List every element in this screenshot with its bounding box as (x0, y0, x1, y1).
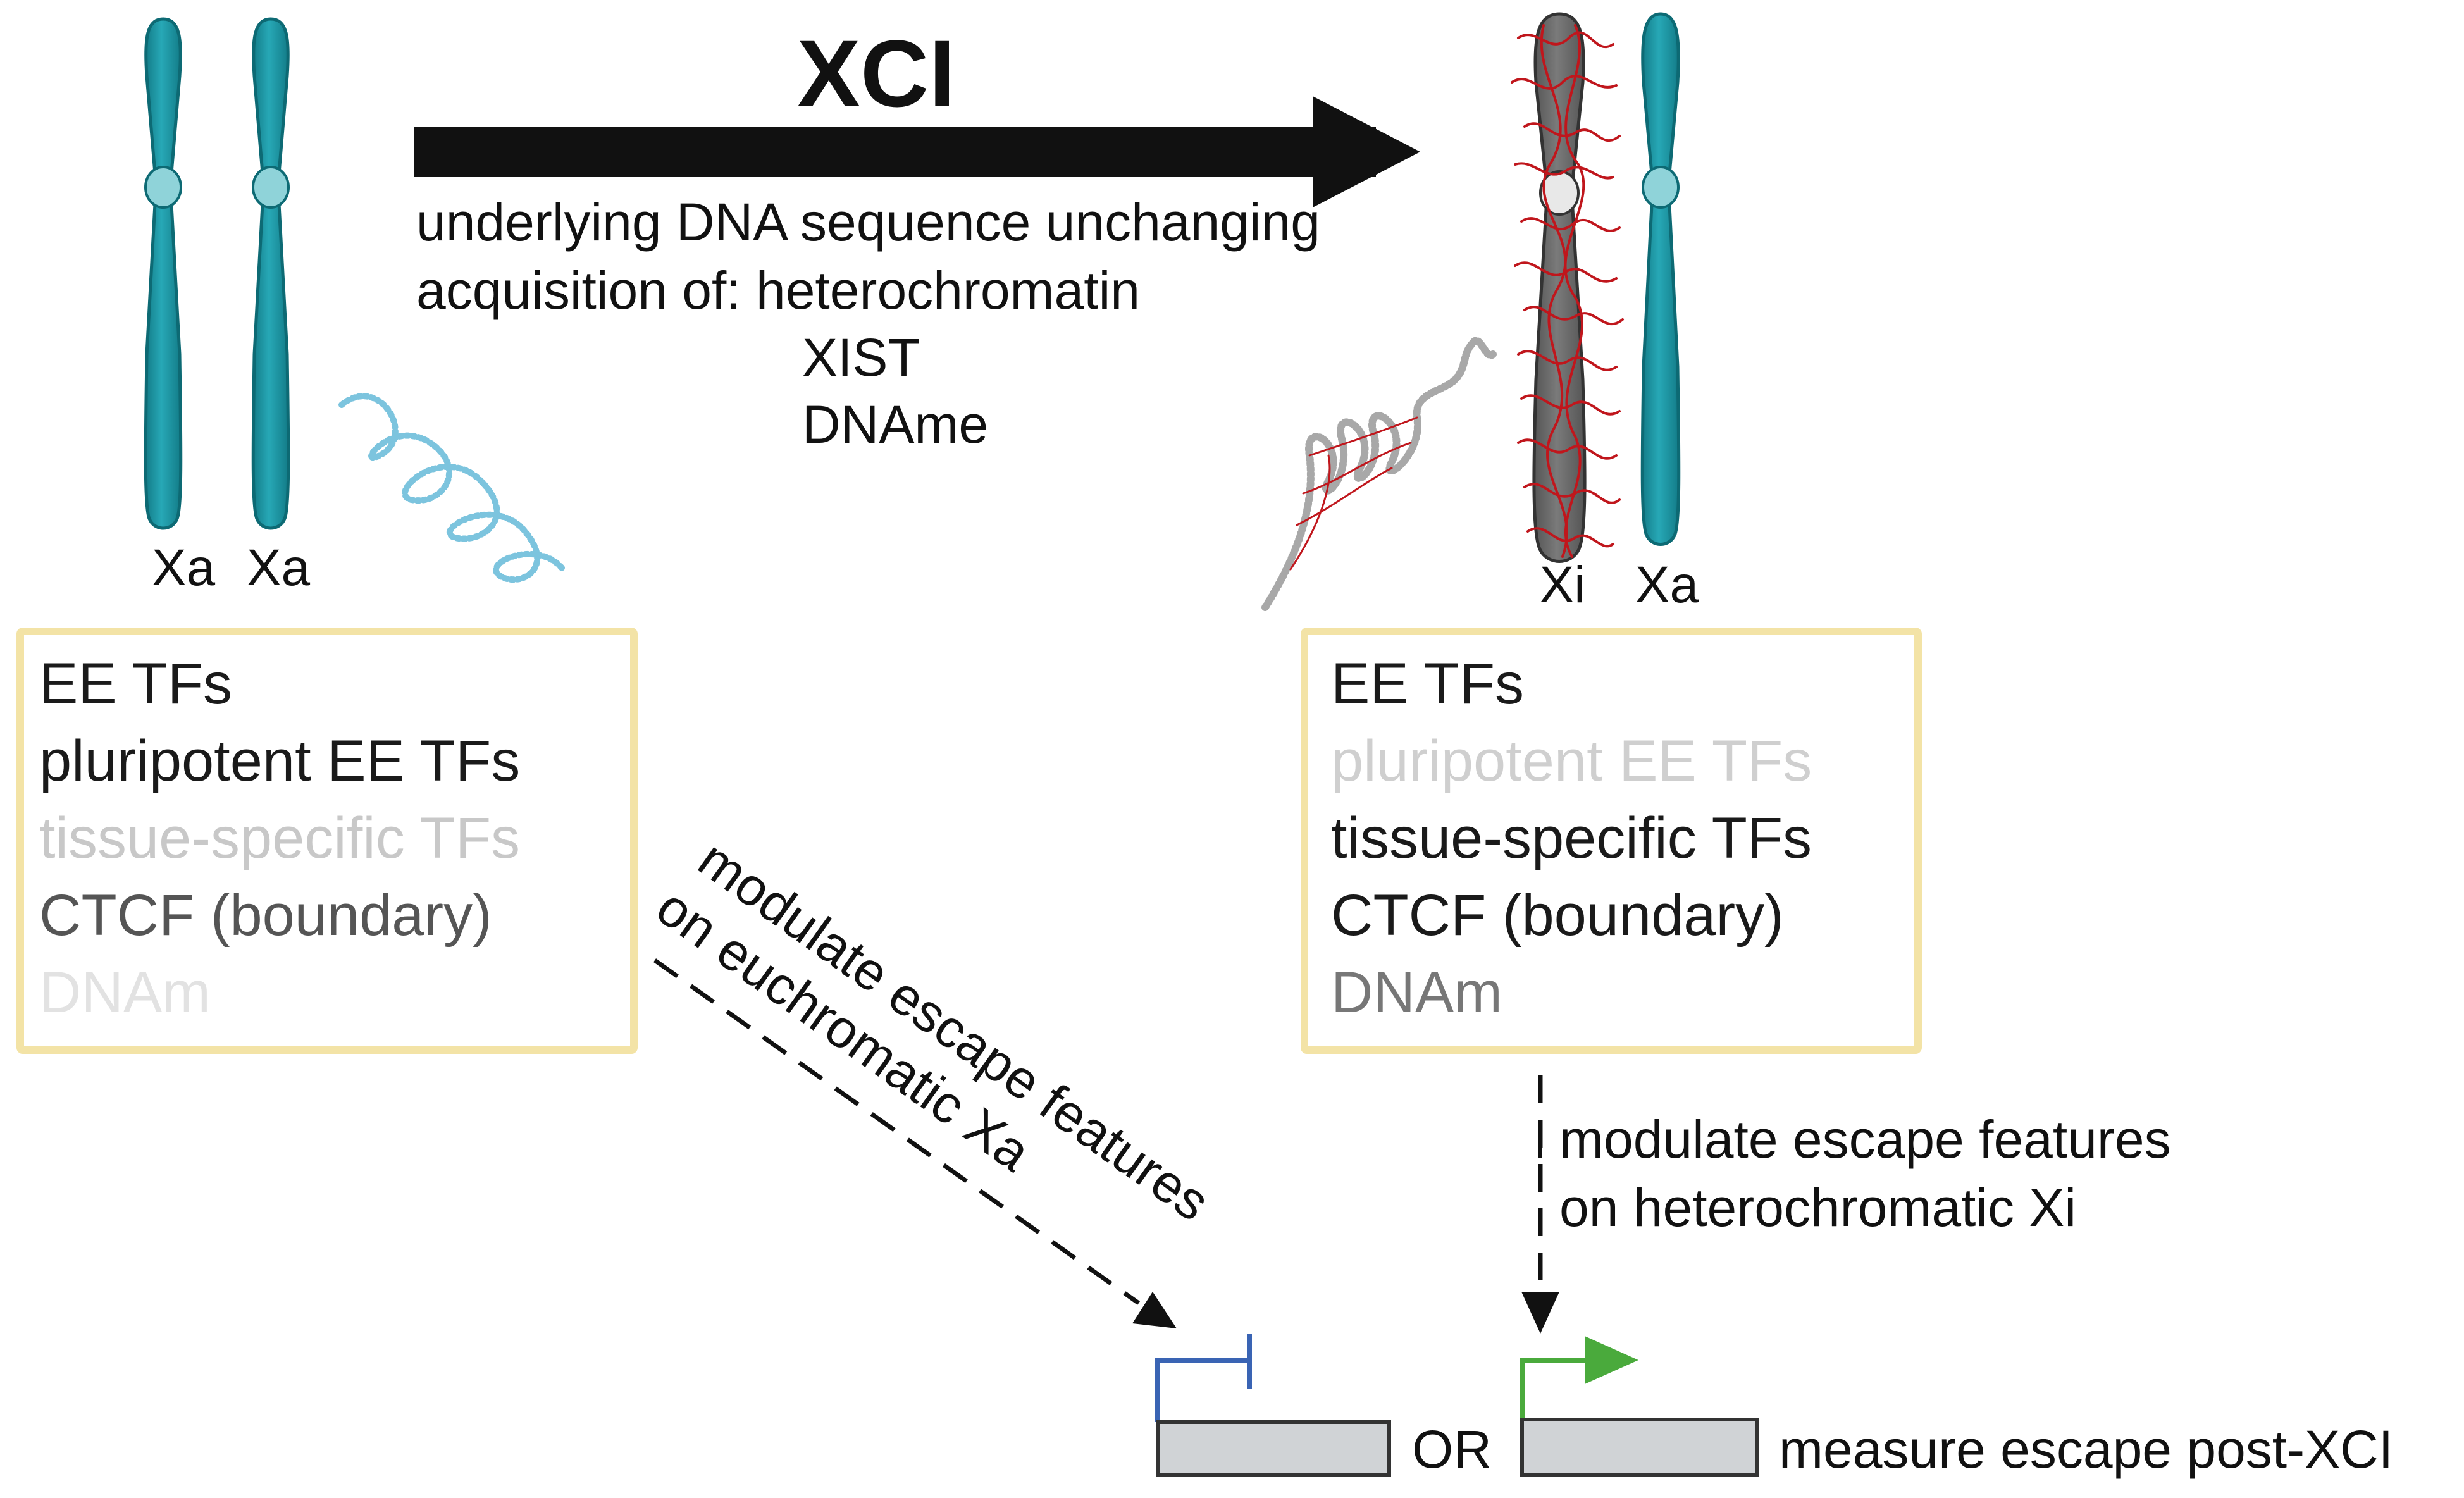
xi-label: Xi (1540, 556, 1586, 614)
right-modulate-line-2: on heterochromatic Xi (1559, 1178, 2076, 1237)
process-notes: underlying DNA sequence unchanging acqui… (416, 192, 1320, 454)
xi-chromosome (1511, 12, 1624, 563)
left-box-item-ctcf: CTCF (boundary) (39, 883, 492, 948)
note-line-4: DNAme (802, 395, 988, 454)
xist-rna-coating-icon (1511, 24, 1624, 558)
repressed-promoter-icon (1155, 1358, 1249, 1422)
left-modulate-arrow: modulate escape features on euchromatic … (646, 829, 1220, 1328)
note-line-2: acquisition of: heterochromatin (416, 261, 1140, 320)
active-promoter-icon (1520, 1358, 1589, 1422)
xist-transcript-icon (1261, 337, 1497, 611)
note-line-3: XIST (802, 328, 920, 387)
xa-label-right: Xa (1635, 556, 1699, 614)
xa-chromosome-left-2 (251, 17, 290, 530)
xa-label-left-2: Xa (247, 539, 311, 597)
gene-body-repressed (1156, 1420, 1391, 1477)
active-gene (1520, 1336, 1759, 1477)
rna-squiggle-icon (338, 393, 566, 583)
right-modulate-arrow: modulate escape features on heterochroma… (1521, 1075, 2171, 1334)
xa-chromosome-left-1 (144, 17, 183, 530)
right-feature-box: EE TFs pluripotent EE TFs tissue-specifi… (1301, 628, 1922, 1054)
left-box-item-dnam: DNAm (39, 960, 211, 1025)
right-box-item-dnam: DNAm (1331, 960, 1502, 1025)
right-box-item-ee-tfs: EE TFs (1331, 652, 1524, 716)
gene-body-active (1520, 1418, 1759, 1477)
right-box-item-pluripotent-ee-tfs: pluripotent EE TFs (1331, 729, 1812, 793)
xa-chromosome-right (1640, 12, 1681, 546)
left-chromosome-pair: Xa Xa (144, 17, 566, 597)
right-modulate-line-1: modulate escape features (1559, 1110, 2171, 1169)
left-feature-box: EE TFs pluripotent EE TFs tissue-specifi… (16, 628, 638, 1054)
left-box-item-tissue-specific-tfs: tissue-specific TFs (39, 806, 520, 870)
left-box-item-ee-tfs: EE TFs (39, 652, 232, 716)
xa-label-left-1: Xa (152, 539, 216, 597)
right-box-item-ctcf: CTCF (boundary) (1331, 883, 1784, 948)
left-box-item-pluripotent-ee-tfs: pluripotent EE TFs (39, 729, 520, 793)
right-box-item-tissue-specific-tfs: tissue-specific TFs (1331, 806, 1812, 870)
right-chromosome-pair: Xi Xa (1261, 12, 1699, 614)
repressed-gene (1155, 1334, 1391, 1477)
xci-title: XCI (797, 20, 955, 127)
or-label: OR (1412, 1420, 1492, 1479)
note-line-1: underlying DNA sequence unchanging (416, 192, 1320, 252)
xci-arrow: XCI (414, 20, 1420, 207)
measure-escape-label: measure escape post-XCI (1779, 1420, 2393, 1479)
